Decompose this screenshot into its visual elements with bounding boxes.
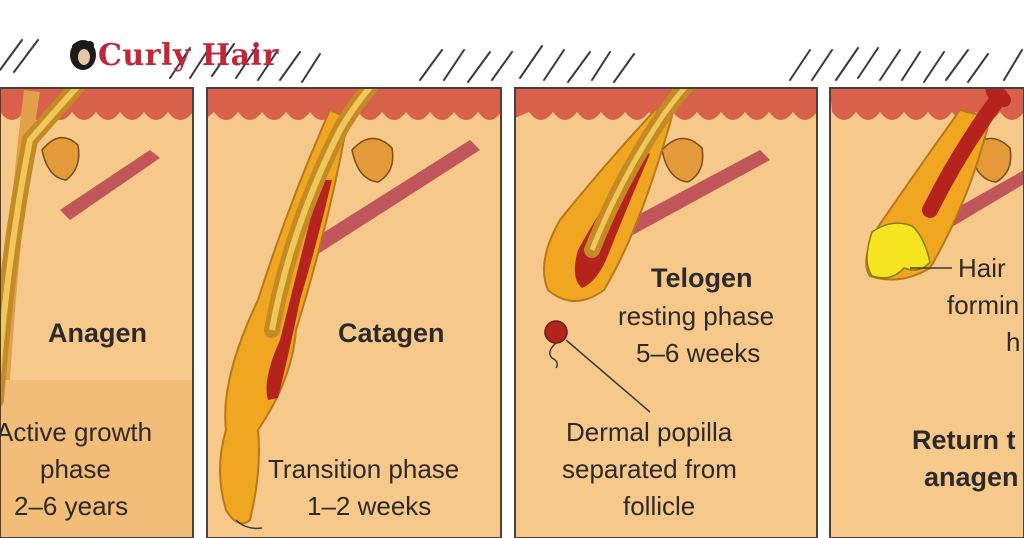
panel-return-anagen <box>830 88 1024 538</box>
arrector-muscle <box>280 140 480 272</box>
deep-skin <box>0 380 193 538</box>
shed-hair <box>985 88 1011 107</box>
root-string <box>235 519 263 530</box>
arrector-muscle <box>610 150 770 242</box>
catagen-line-1: Transition phase <box>268 454 460 484</box>
catagen-title: Catagen <box>338 318 445 348</box>
epidermis <box>830 88 1024 120</box>
catagen-line-2: 1–2 weeks <box>307 491 432 521</box>
anagen-line-1: Active growth <box>0 417 153 447</box>
anagen-title: Anagen <box>48 318 148 348</box>
new-hair-bulb <box>866 222 931 279</box>
anagen-line-3: 2–6 years <box>14 491 129 521</box>
arrector-muscle <box>60 150 160 220</box>
logo[interactable]: Curly Hair <box>68 38 279 73</box>
telogen-title: Telogen <box>651 263 753 293</box>
surface-hairs <box>0 39 1023 83</box>
papilla-callout-2: separated from <box>562 454 737 484</box>
logo-text: Curly Hair <box>98 38 279 73</box>
sebaceous-gland <box>661 137 704 183</box>
callout-line <box>565 339 651 413</box>
panel-frame <box>206 87 502 538</box>
panel-telogen <box>515 88 817 538</box>
curly-hair-head-icon <box>70 39 96 70</box>
hair-line-1: Hair <box>958 253 1006 283</box>
telogen-line-1: resting phase <box>618 301 775 331</box>
hair-line-3: h <box>1006 327 1021 357</box>
panel-frame <box>514 87 818 538</box>
dermal-papilla <box>544 320 568 344</box>
papilla-callout-1: Dermal popilla <box>566 417 733 447</box>
telogen-line-2: 5–6 weeks <box>636 338 761 368</box>
panel-catagen <box>207 88 501 538</box>
return-line-2: anagen <box>924 462 1019 492</box>
papilla-tail <box>549 342 559 369</box>
hair-line-2: formin <box>947 290 1020 320</box>
panel-frame <box>0 87 194 538</box>
panel-anagen <box>0 88 193 538</box>
inner-root <box>266 180 332 400</box>
panel-frame <box>829 87 1024 538</box>
old-hair-shaft <box>922 88 1008 218</box>
sebaceous-gland <box>351 137 394 183</box>
sebaceous-gland <box>41 136 80 181</box>
papilla-callout-3: follicle <box>623 491 696 521</box>
return-line-1: Return t <box>912 425 1016 455</box>
anagen-line-2: phase <box>40 454 111 484</box>
